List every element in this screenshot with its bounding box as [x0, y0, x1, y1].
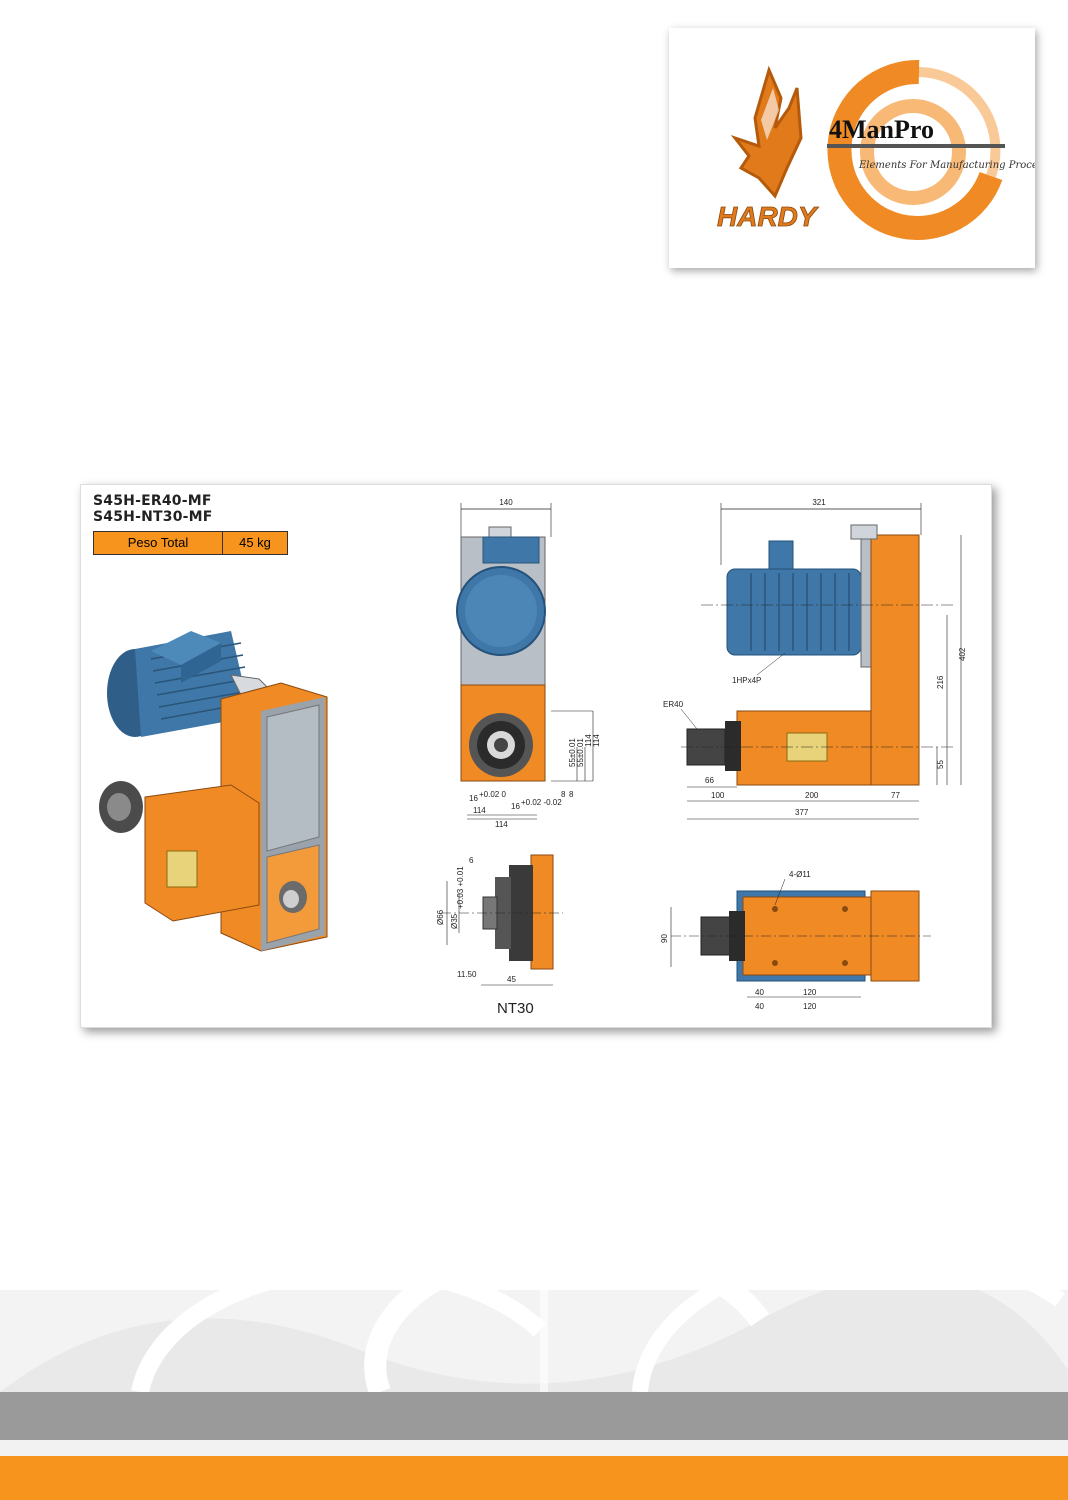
dim-nt30-d1150: 11.50: [457, 970, 477, 979]
dim-front-d16a: 16: [469, 794, 478, 803]
dim-top-d40b: 40: [755, 1002, 764, 1011]
dim-top-h90: 90: [660, 934, 669, 943]
weight-label: Peso Total: [94, 532, 223, 554]
dim-nt30-dia35: Ø35: [450, 913, 459, 929]
dim-nt30-dia66: Ø66: [436, 909, 445, 925]
isometric-view: [99, 631, 328, 952]
footer-swirl-pattern: [0, 1290, 1068, 1392]
dim-top-d120a: 120: [803, 988, 817, 997]
dim-front-h2: 55±0.01: [576, 738, 585, 767]
footer-separator: [0, 1440, 1068, 1456]
footer-gray-bar: [0, 1392, 1068, 1440]
dim-side-d377: 377: [795, 808, 809, 817]
dim-side-d200: 200: [805, 791, 819, 800]
dim-side-length: 321: [812, 498, 826, 507]
dim-front-h3: 114: [584, 734, 593, 747]
dim-side-height-total: 402: [958, 647, 967, 661]
dim-front-w114a: 114: [473, 806, 486, 815]
drawing-canvas: 140 55±0.01 55±0.01 114 114 8 8 16 +0.02…: [99, 498, 967, 1017]
dim-front-d16b: 16: [511, 802, 520, 811]
dim-front-d16b-tol: +0.02 -0.02: [521, 798, 562, 807]
nt30-view: 6 Ø66 Ø35 +0.03 +0.01 11.50 45 NT30: [436, 854, 563, 1017]
dim-side-d66: 66: [705, 776, 714, 785]
dim-front-d16a-tol: +0.02 0: [479, 790, 506, 799]
dim-front-bottom2: 8: [569, 790, 574, 799]
top-view: 4-Ø11 90 40 120 40 120: [660, 870, 931, 1011]
model-code-er40: S45H-ER40-MF: [93, 493, 212, 509]
dim-front-h1: 55±0.01: [568, 738, 577, 767]
dim-side-height-mid: 216: [936, 675, 945, 689]
brand-logo-panel: HARDY 4ManPro Elements For Manufacturing…: [669, 28, 1059, 268]
nt30-view-label: NT30: [497, 1000, 534, 1017]
footer-orange-bar: [0, 1456, 1068, 1500]
brand-logos: HARDY 4ManPro Elements For Manufacturing…: [717, 59, 1059, 240]
dim-front-h4: 114: [592, 734, 601, 747]
dim-side-d77: 77: [891, 791, 900, 800]
dim-front-w114b: 114: [495, 820, 508, 829]
side-motor-label: 1HPx4P: [732, 676, 761, 685]
hardy-logo: HARDY: [717, 65, 819, 232]
dim-nt30-dia35-tol: +0.03 +0.01: [456, 866, 465, 909]
dim-front-bottom1: 8: [561, 790, 566, 799]
manpro-logo: 4ManPro Elements For Manufacturing Proce…: [827, 59, 1059, 240]
dim-front-width: 140: [499, 498, 513, 507]
technical-drawing-sheet: S45H-ER40-MF S45H-NT30-MF Peso Total 45 …: [80, 484, 992, 1028]
model-code-nt30: S45H-NT30-MF: [93, 509, 213, 525]
dim-top-holes: 4-Ø11: [789, 870, 811, 879]
manpro-logo-text: 4ManPro: [829, 115, 934, 144]
dim-top-d120b: 120: [803, 1002, 817, 1011]
weight-value: 45 kg: [239, 535, 271, 550]
hardy-logo-text: HARDY: [717, 201, 819, 232]
dim-nt30-d6: 6: [469, 856, 474, 865]
dim-side-height-low: 55: [936, 760, 945, 769]
weight-table: Peso Total 45 kg: [93, 531, 288, 555]
manpro-tagline: Elements For Manufacturing Processes: [858, 160, 1035, 171]
dim-side-d100: 100: [711, 791, 725, 800]
dim-top-d40a: 40: [755, 988, 764, 997]
dim-nt30-d45: 45: [507, 975, 516, 984]
side-collet-label: ER40: [663, 700, 684, 709]
front-view: 140 55±0.01 55±0.01 114 114 8 8 16 +0.02…: [456, 498, 601, 829]
side-view: 321 1HPx4P ER40 402: [663, 498, 967, 820]
